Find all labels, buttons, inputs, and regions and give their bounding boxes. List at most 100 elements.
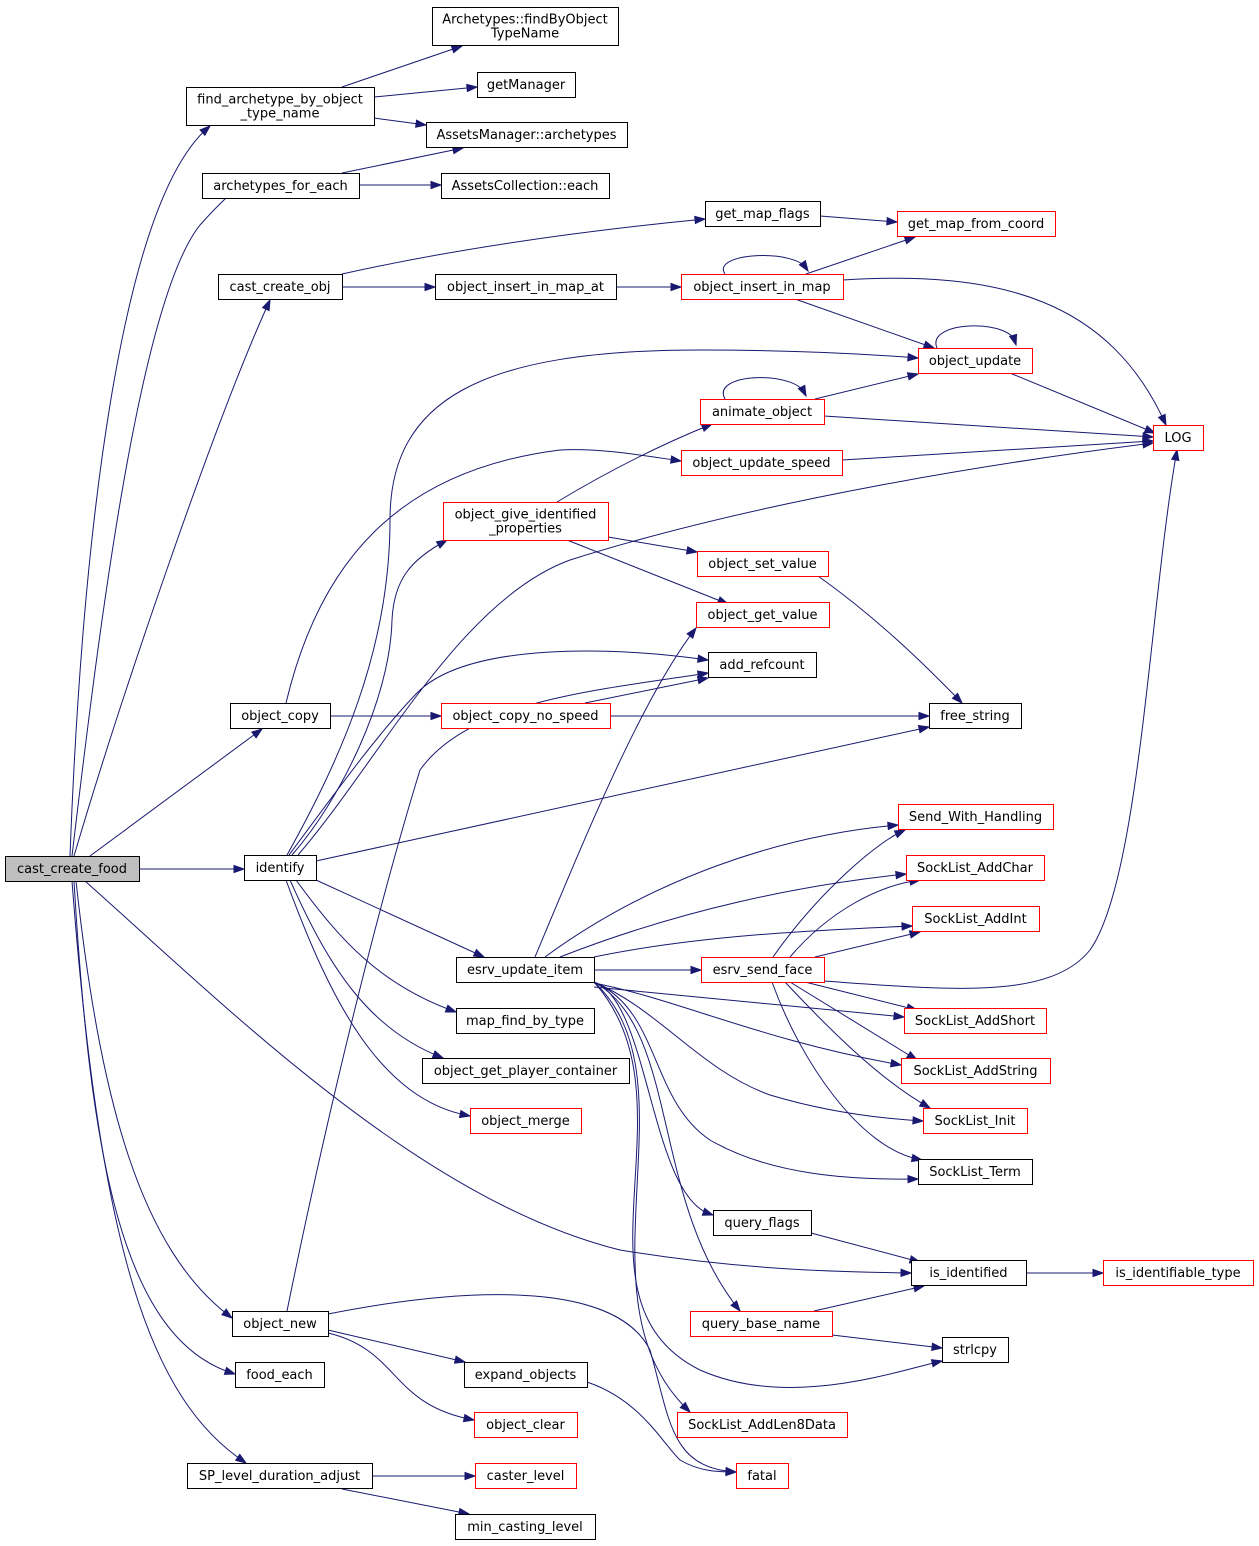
node-box (244, 855, 317, 881)
node-box (441, 703, 611, 729)
node-sp-level-duration-adjust[interactable]: SP_level_duration_adjust (187, 1463, 373, 1489)
edge-identify-to-object-give-identified-properties-arrowhead (435, 539, 449, 549)
edge-esrv-update-item-to-query-base-name-arrowhead (730, 1300, 741, 1313)
node-strlcpy[interactable]: strlcpy (942, 1337, 1009, 1363)
node-box (477, 72, 576, 98)
edge-identify-to-map-find-by-type-arrowhead (444, 1004, 458, 1013)
edge-object-copy-to-object-copy-no-speed-arrowhead (430, 711, 443, 721)
node-box (690, 1311, 833, 1337)
edge-object-copy-to-object-update-speed-arrowhead (669, 455, 683, 464)
node-object-copy-no-speed[interactable]: object_copy_no_speed (441, 703, 611, 729)
node-socklist-init[interactable]: SockList_Init (923, 1108, 1028, 1134)
node-label: object_update_speed (692, 456, 830, 471)
edge-esrv-update-item-to-object-get-value-arrowhead (686, 626, 697, 639)
edge-esrv-send-face-to-log (823, 449, 1178, 989)
node-query-base-name[interactable]: query_base_name (690, 1311, 833, 1337)
edge-esrv-send-face-to-log-arrowhead (1170, 448, 1180, 462)
node-box (918, 348, 1033, 374)
node-min-casting-level[interactable]: min_casting_level (455, 1514, 596, 1540)
node-label: query_flags (724, 1216, 799, 1231)
node-box (232, 1311, 329, 1337)
node-esrv-update-item[interactable]: esrv_update_item (456, 957, 595, 983)
node-label: min_casting_level (467, 1520, 583, 1535)
node-object-get-player-container[interactable]: object_get_player_container (422, 1058, 630, 1084)
node-fatal[interactable]: fatal (736, 1463, 789, 1489)
node-cast-create-obj[interactable]: cast_create_obj (218, 274, 343, 300)
edge-cast-create-obj-to-object-insert-in-map-at-arrowhead (424, 282, 437, 292)
node-cast-create-food[interactable]: cast_create_food (5, 856, 140, 882)
edge-find-archetype-by-object-type-name-to-getmanager (373, 86, 478, 98)
edge-identify-to-esrv-update-item (315, 879, 485, 958)
node-box (906, 855, 1045, 881)
node-identify[interactable]: identify (244, 855, 317, 881)
edge-object-new-to-object-clear-arrowhead (462, 1413, 476, 1423)
edge-identify-to-free-string-arrowhead (917, 725, 931, 734)
edge-animate-object-to-animate-object-arrowhead (797, 384, 807, 398)
edge-object-new-to-object-clear (327, 1332, 475, 1421)
node-assetsmanager-archetypes[interactable]: AssetsManager::archetypes (426, 122, 628, 148)
edge-cast-create-food-to-is-identified (84, 880, 912, 1274)
edge-object-insert-in-map-to-log-arrowhead (1157, 413, 1167, 427)
node-object-get-value[interactable]: object_get_value (696, 602, 830, 628)
node-object-update-speed[interactable]: object_update_speed (681, 450, 843, 476)
node-box (1153, 425, 1204, 451)
node-object-insert-in-map-at[interactable]: object_insert_in_map_at (435, 274, 617, 300)
node-object-insert-in-map[interactable]: object_insert_in_map (681, 274, 844, 300)
node-socklist-addint[interactable]: SockList_AddInt (912, 906, 1040, 932)
node-get-map-from-coord[interactable]: get_map_from_coord (897, 211, 1056, 237)
node-archetypes-for-each[interactable]: archetypes_for_each (202, 173, 360, 199)
node-free-string[interactable]: free_string (929, 703, 1022, 729)
node-label: SockList_AddChar (917, 861, 1034, 876)
node-object-merge[interactable]: object_merge (470, 1108, 582, 1134)
node-getmanager[interactable]: getManager (477, 72, 576, 98)
node-map-find-by-type[interactable]: map_find_by_type (456, 1008, 595, 1034)
node-label: object_clear (486, 1418, 565, 1433)
node-food-each[interactable]: food_each (235, 1362, 325, 1388)
node-label: object_give_identified (455, 508, 597, 523)
edge-esrv-send-face-to-socklist-init-arrowhead (918, 1099, 932, 1109)
node-is-identifiable-type[interactable]: is_identifiable_type (1103, 1260, 1254, 1286)
node-label: object_copy (241, 709, 319, 724)
node-object-set-value[interactable]: object_set_value (697, 551, 829, 577)
node-object-clear[interactable]: object_clear (474, 1412, 578, 1438)
node-expand-objects[interactable]: expand_objects (464, 1362, 588, 1388)
node-log[interactable]: LOG (1153, 425, 1204, 451)
node-socklist-addchar[interactable]: SockList_AddChar (906, 855, 1045, 881)
node-assetscollection-each[interactable]: AssetsCollection::each (441, 173, 610, 199)
node-object-copy[interactable]: object_copy (230, 703, 331, 729)
edge-is-identified-to-is-identifiable-type-arrowhead (1092, 1268, 1105, 1278)
node-label: archetypes_for_each (213, 179, 347, 194)
node-label: SockList_AddShort (915, 1014, 1035, 1029)
node-box (705, 201, 821, 227)
node-socklist-term[interactable]: SockList_Term (918, 1159, 1033, 1185)
node-label: identify (256, 861, 305, 876)
node-animate-object[interactable]: animate_object (700, 399, 825, 425)
edge-esrv-update-item-to-socklist-addshort-arrowhead (893, 1011, 906, 1021)
node-label: SockList_Term (929, 1165, 1021, 1180)
node-label: get_map_from_coord (908, 217, 1044, 232)
node-label: find_archetype_by_object (197, 93, 363, 108)
edge-cast-create-food-to-cast-create-obj (73, 299, 271, 857)
node-object-new[interactable]: object_new (232, 1311, 329, 1337)
node-send-with-handling[interactable]: Send_With_Handling (898, 804, 1054, 830)
node-is-identified[interactable]: is_identified (911, 1260, 1027, 1286)
node-get-map-flags[interactable]: get_map_flags (705, 201, 821, 227)
node-caster-level[interactable]: caster_level (475, 1463, 577, 1489)
node-object-give-identified-properties[interactable]: object_give_identified_properties (443, 502, 609, 541)
edge-animate-object-to-log-arrowhead (1142, 432, 1155, 441)
node-socklist-addshort[interactable]: SockList_AddShort (904, 1008, 1047, 1034)
node-query-flags[interactable]: query_flags (713, 1210, 812, 1236)
node-socklist-addstring[interactable]: SockList_AddString (901, 1058, 1051, 1084)
edge-object-copy-no-speed-to-add-refcount-arrowhead (696, 675, 710, 685)
node-box (443, 502, 609, 541)
edge-esrv-update-item-to-query-flags (593, 981, 714, 1216)
node-esrv-send-face[interactable]: esrv_send_face (701, 957, 825, 983)
node-box (713, 1210, 812, 1236)
node-socklist-addlen8data[interactable]: SockList_AddLen8Data (677, 1412, 848, 1438)
node-box (426, 122, 628, 148)
node-find-archetype-by-object-type-name[interactable]: find_archetype_by_object_type_name (186, 87, 375, 126)
node-add-refcount[interactable]: add_refcount (708, 652, 817, 678)
node-object-update[interactable]: object_update (918, 348, 1033, 374)
edge-esrv-update-item-to-socklist-term-arrowhead (907, 1174, 920, 1184)
